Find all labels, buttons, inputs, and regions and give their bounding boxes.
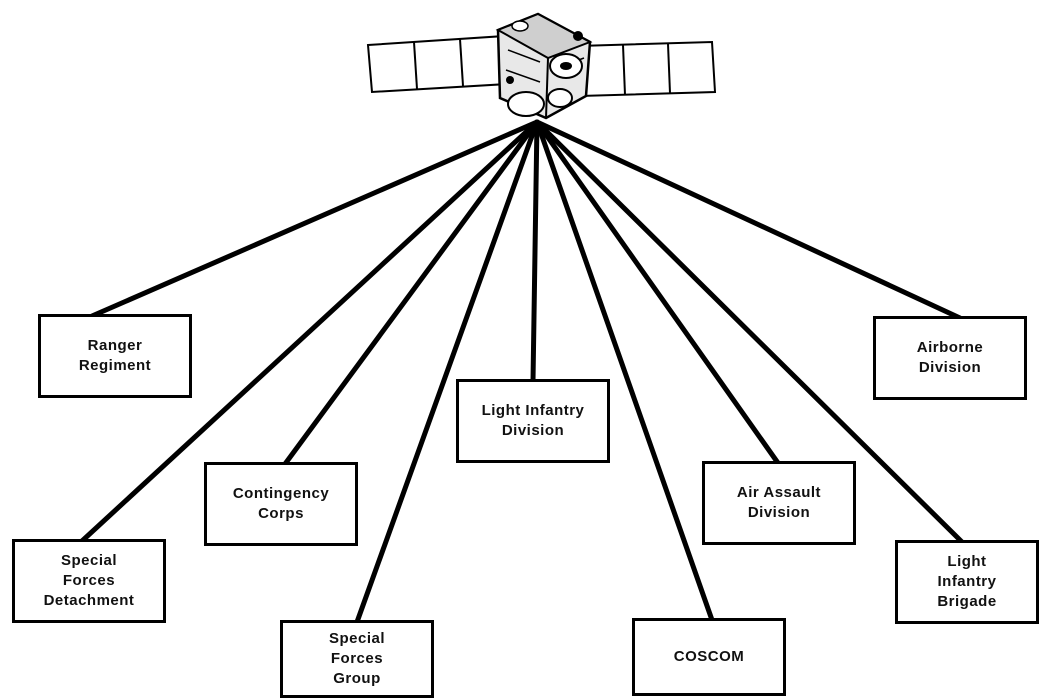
unit-label-air-assault-division: Air Assault Division: [736, 484, 822, 521]
unit-box-air-assault-division: Air Assault Division: [702, 461, 856, 545]
unit-label-special-forces-group: Special Forces Group: [328, 630, 386, 687]
unit-box-light-infantry-brigade: Light Infantry Brigade: [895, 540, 1039, 624]
link-line-air-assault-division: [534, 119, 781, 466]
unit-label-coscom: COSCOM: [673, 648, 745, 665]
unit-box-coscom: COSCOM: [632, 618, 786, 696]
unit-box-special-forces-detachment: Special Forces Detachment: [12, 539, 166, 623]
unit-label-light-infantry-brigade: Light Infantry Brigade: [937, 553, 997, 610]
unit-label-contingency-corps: Contingency Corps: [232, 485, 330, 522]
link-line-light-infantry-division: [530, 119, 540, 384]
link-line-airborne-division: [534, 119, 963, 321]
satellite-icon: [366, 12, 717, 120]
unit-box-contingency-corps: Contingency Corps: [204, 462, 358, 546]
link-line-special-forces-detachment: [79, 119, 540, 544]
unit-box-airborne-division: Airborne Division: [873, 316, 1027, 400]
link-line-special-forces-group: [354, 119, 540, 625]
link-line-coscom: [534, 119, 715, 623]
unit-label-ranger-regiment: Ranger Regiment: [78, 337, 152, 374]
link-line-light-infantry-brigade: [534, 119, 965, 545]
unit-box-light-infantry-division: Light Infantry Division: [456, 379, 610, 463]
unit-label-special-forces-detachment: Special Forces Detachment: [43, 552, 135, 609]
unit-label-light-infantry-division: Light Infantry Division: [481, 402, 585, 439]
link-line-ranger-regiment: [89, 119, 540, 319]
link-line-contingency-corps: [282, 119, 540, 467]
unit-label-airborne-division: Airborne Division: [916, 339, 984, 376]
unit-box-ranger-regiment: Ranger Regiment: [38, 314, 192, 398]
unit-box-special-forces-group: Special Forces Group: [280, 620, 434, 698]
